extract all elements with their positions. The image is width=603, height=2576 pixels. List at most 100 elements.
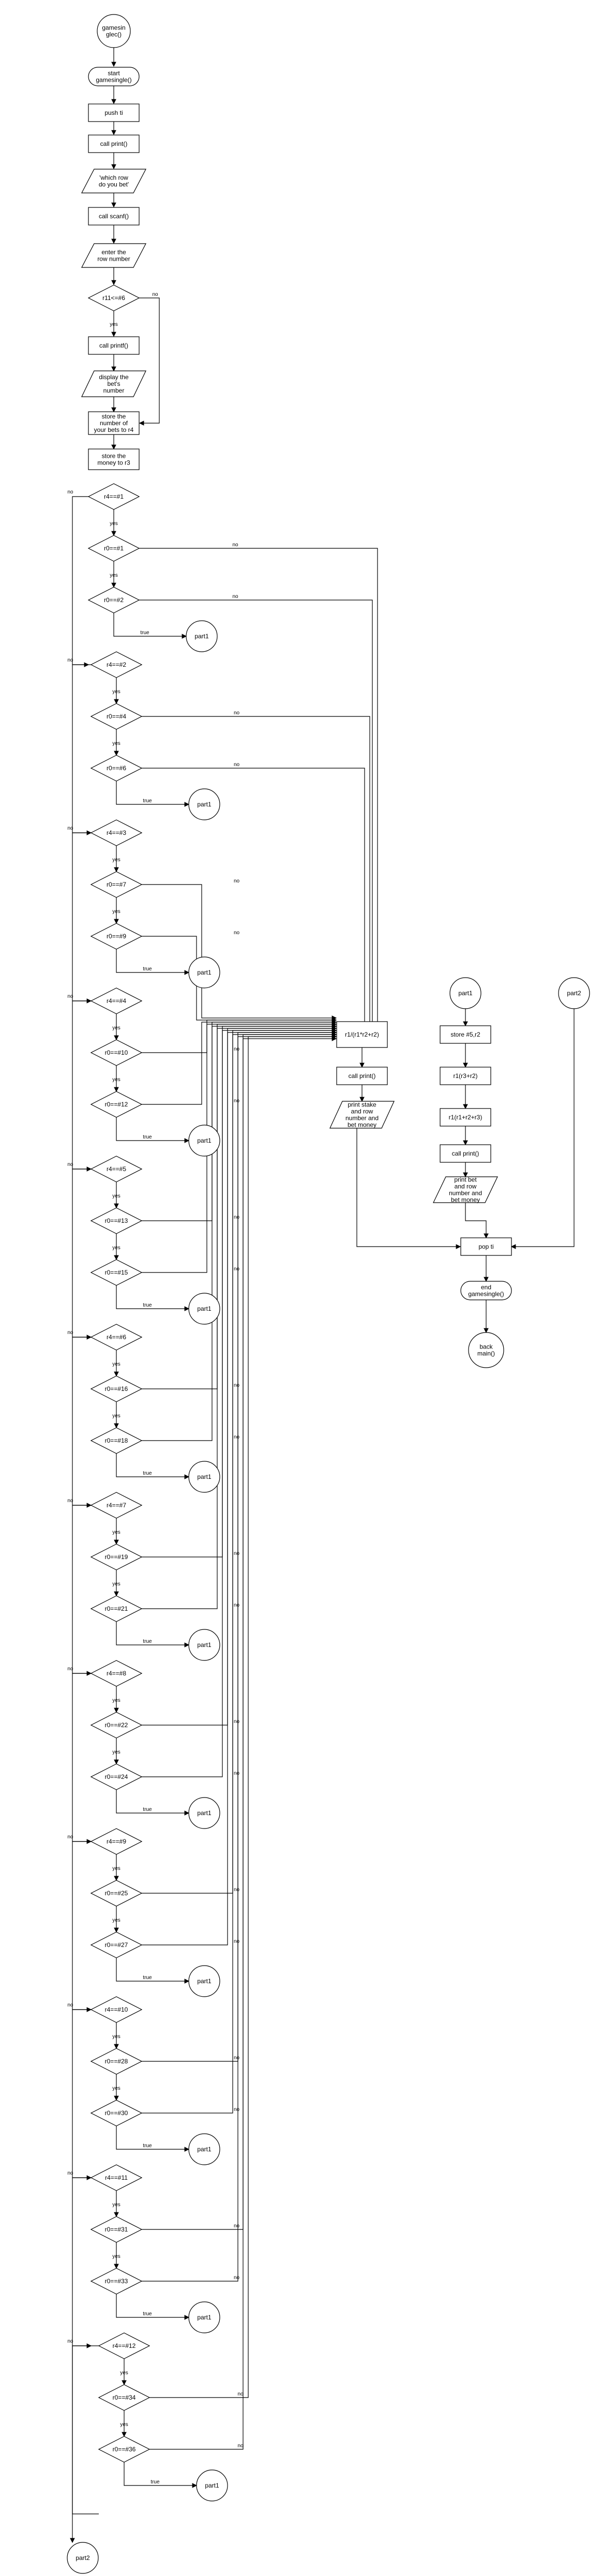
row-diamond-12: [98, 2332, 150, 2359]
row-diamond-11: [90, 2164, 143, 2191]
row-diamond-10-label: r4==#10: [105, 2006, 128, 2013]
check-a-diamond-11: [90, 2216, 143, 2243]
check-a-diamond-5-label: r0==#13: [105, 1217, 128, 1224]
edge-row-3-no: [72, 832, 92, 1004]
check-a-diamond-12: [98, 2384, 150, 2411]
row-diamond-7-label: r4==#7: [107, 1502, 126, 1509]
row-diamond-10: [90, 1996, 143, 2023]
store-bets-node: [88, 411, 140, 435]
check-a-diamond-4-label: r0==#10: [105, 1049, 128, 1056]
edge-a-11-no: [142, 1032, 337, 2230]
call-scanf-node-label: call scanf(): [99, 213, 129, 220]
pop-node-label: pop ti: [478, 1243, 493, 1250]
pop-node: [460, 1237, 512, 1256]
label-row-no-6: no: [67, 1330, 73, 1336]
edge-row-12-no: [72, 2345, 99, 2514]
check-b-diamond-9-label: r0==#27: [105, 1941, 128, 1949]
edge-b-12-true: [124, 2462, 198, 2488]
check-a-diamond-1-label: r0==#1: [104, 545, 124, 552]
part1-node-5-label: part1: [197, 1305, 212, 1312]
edge-row-7-no: [72, 1505, 92, 1676]
edge-b-7-no: [142, 1026, 337, 1609]
label-row-no-12: no: [67, 2339, 73, 2344]
label-a-yes-4: yes: [112, 1077, 120, 1083]
label-row-no-2: no: [67, 657, 73, 663]
check-b-diamond-2-label: r0==#6: [107, 765, 126, 772]
print-stake-node: [329, 1101, 395, 1129]
check-b-diamond-1-label: r0==#2: [104, 596, 124, 604]
label-row-yes-9: yes: [112, 1866, 120, 1871]
label-b-true-8: true: [143, 1807, 152, 1813]
check-b-diamond-5: [90, 1259, 143, 1286]
label-b-true-2: true: [143, 798, 152, 804]
edge-b-1-no: [139, 600, 375, 1028]
label-row-yes-7: yes: [112, 1530, 120, 1535]
part1-node-4: [188, 1125, 220, 1157]
edge-b-9-true: [116, 1958, 190, 1984]
store-r5-node: [440, 1025, 491, 1044]
check-b-diamond-10-label: r0==#30: [105, 2109, 128, 2117]
edge-b-6-true: [116, 1454, 190, 1479]
label-b-true-4: true: [143, 1134, 152, 1140]
edge-a-12-no: [149, 1034, 337, 2398]
enter-row-node: [81, 243, 146, 268]
edge-a-9-no: [142, 1028, 337, 1894]
label-a-no-4: no: [234, 1046, 240, 1052]
row-diamond-8-label: r4==#8: [107, 1670, 126, 1677]
part1-node-7-label: part1: [197, 1641, 212, 1649]
back-main-node: [468, 1332, 504, 1368]
check-b-diamond-6: [90, 1427, 143, 1454]
edge-row-4-no: [72, 1000, 92, 1172]
label-b-true-7: true: [143, 1639, 152, 1644]
edge-b-7-true: [116, 1622, 190, 1648]
part1-node-9: [188, 1965, 220, 1997]
label-a-yes-11: yes: [112, 2254, 120, 2259]
check-a-diamond-9-label: r0==#25: [105, 1890, 128, 1897]
check-a-diamond-8-label: r0==#22: [105, 1721, 128, 1729]
edge-b-10-no: [142, 1032, 337, 2114]
edge-row-5-no: [72, 1169, 92, 1340]
check-a-diamond-5: [90, 1207, 143, 1234]
edge-b-8-no: [142, 1028, 337, 1777]
edge-part2-pop: [510, 1009, 575, 1249]
part1-node-6-label: part1: [197, 1473, 212, 1480]
label-a-yes-1: yes: [110, 573, 118, 578]
call-scanf-node: [88, 207, 140, 226]
check-a-diamond-11-label: r0==#31: [105, 2226, 128, 2233]
label-a-yes-7: yes: [112, 1581, 120, 1587]
label-row-no-5: no: [67, 1162, 73, 1167]
edge-label-yes-top: yes: [110, 322, 118, 327]
call-print-node-label: call print(): [100, 140, 128, 147]
label-a-no-2: no: [234, 710, 240, 716]
label-b-no-4: no: [234, 1098, 240, 1104]
check-b-diamond-8-label: r0==#24: [105, 1773, 128, 1780]
row-diamond-2: [90, 651, 143, 678]
row-diamond-4: [90, 987, 143, 1014]
check-b-diamond-5-label: r0==#15: [105, 1269, 128, 1276]
edge-a-6-no: [142, 1022, 337, 1389]
label-row-no-11: no: [67, 2170, 73, 2176]
label-a-yes-9: yes: [112, 1918, 120, 1923]
row-diamond-6: [90, 1324, 143, 1351]
label-b-no-6: no: [234, 1434, 240, 1440]
call-printf-node: [88, 336, 140, 355]
check-b-diamond-7-label: r0==#21: [105, 1605, 128, 1612]
label-b-no-7: no: [234, 1602, 240, 1608]
label-row-yes-5: yes: [112, 1193, 120, 1199]
check-a-diamond-6-label: r0==#16: [105, 1385, 128, 1392]
check-b-diamond-2: [90, 755, 143, 782]
label-a-no-11: no: [234, 2223, 240, 2229]
check-b-diamond-4-label: r0==#12: [105, 1101, 128, 1108]
part1-node-3: [188, 956, 220, 989]
edge-bet-pop: [465, 1203, 489, 1239]
label-row-yes-12: yes: [120, 2370, 128, 2376]
which-row-node: [81, 169, 146, 193]
label-b-true-11: true: [143, 2311, 152, 2317]
label-a-no-10: no: [234, 2055, 240, 2061]
check-b-diamond-9: [90, 1931, 143, 1958]
